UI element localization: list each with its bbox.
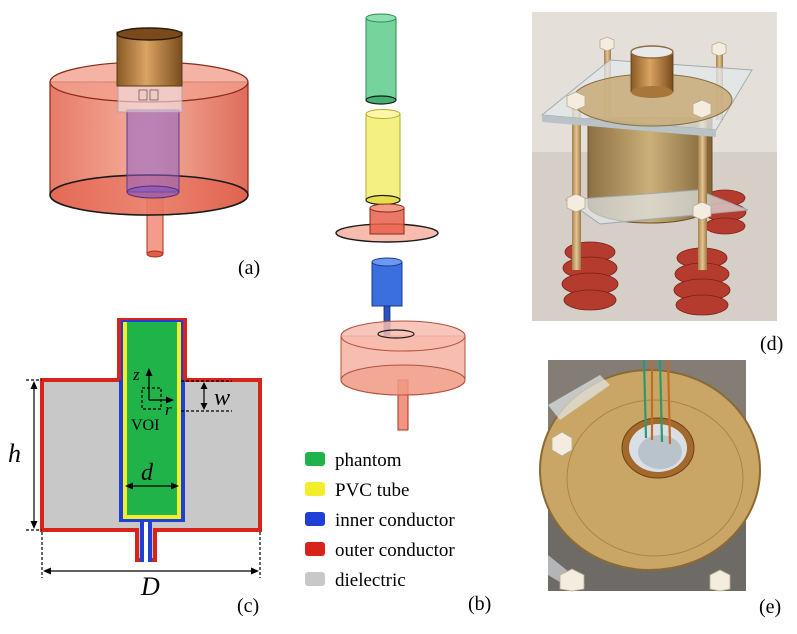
pvc-tube-top <box>365 109 401 119</box>
dimension-label-h: h <box>8 439 21 468</box>
panel-a-3d-model <box>49 27 249 258</box>
panel-label-a: (a) <box>238 257 260 279</box>
legend-label-phantom: phantom <box>335 450 402 471</box>
axis-label-r: r <box>165 400 172 419</box>
panel-label-b: (b) <box>468 593 491 615</box>
voi-label: VOI <box>131 417 159 434</box>
legend-label-outer-conductor: outer conductor <box>335 540 455 561</box>
inner-conductor-a-bottom <box>126 185 180 199</box>
legend-swatch-pvc-tube <box>305 482 325 496</box>
copper-tube-top <box>116 27 183 41</box>
panel-label-c: (c) <box>237 595 259 617</box>
pvc-tube-bottom <box>365 194 401 206</box>
rod-front-left <box>572 100 581 270</box>
probe-wires <box>642 359 672 445</box>
panel-d-photo <box>532 12 777 321</box>
plexi-corner-top-left <box>548 375 610 420</box>
w-arrow-top <box>200 382 208 389</box>
sleeve-markings <box>138 89 159 101</box>
dimension-label-D: D <box>140 572 160 601</box>
rubber-foot-right <box>673 247 731 316</box>
w-arrow-bottom <box>200 403 208 410</box>
d-outer-arrow-left <box>43 567 51 575</box>
phantom-tube-bottom <box>365 95 397 105</box>
dimension-label-d: d <box>141 460 154 486</box>
cap-sleeve-top <box>369 203 405 213</box>
legend-swatch-inner-conductor <box>305 512 325 526</box>
photo-e-inner-shadow <box>638 435 682 469</box>
legend-label-inner-conductor: inner conductor <box>335 510 455 531</box>
photo-copper-tube-opening <box>630 45 674 59</box>
d-outer-arrow-right <box>251 567 259 575</box>
legend-swatch-outer-conductor <box>305 542 325 556</box>
rod-front-right <box>698 110 707 270</box>
d-inner-arrow-left <box>125 482 133 490</box>
bottom-cylinder-opening <box>377 329 415 339</box>
panel-label-e: (e) <box>759 596 781 618</box>
top-plate-edge <box>542 115 716 137</box>
legend-label-dielectric: dielectric <box>335 570 406 591</box>
pvc-tube <box>365 113 401 201</box>
photo-copper-tube-base <box>631 86 673 98</box>
bottom-cylinder-base <box>340 364 466 396</box>
inner-conductor-b <box>371 261 403 307</box>
panel-e-photo <box>539 359 761 592</box>
legend: phantom PVC tube inner conductor outer c… <box>305 450 455 591</box>
brass-ring <box>566 399 744 557</box>
panel-b-exploded-view <box>335 13 466 431</box>
d-inner-arrow-right <box>171 482 179 490</box>
phantom-tube-top <box>365 13 397 23</box>
h-arrow-bottom <box>30 521 38 529</box>
axis-label-z: z <box>132 365 140 384</box>
z-axis-arrow <box>145 368 153 376</box>
inner-conductor-a <box>126 109 180 193</box>
legend-swatch-dielectric <box>305 572 325 586</box>
phantom-section <box>127 322 177 515</box>
h-arrow-top <box>30 381 38 389</box>
phantom-tube <box>365 17 397 101</box>
brass-top-rim <box>539 369 761 571</box>
dimension-label-w: w <box>214 385 230 411</box>
inner-conductor-b-top <box>371 257 403 267</box>
panel-label-d: (d) <box>760 333 783 355</box>
panel-c-cross-section <box>26 318 262 578</box>
feed-tube-end <box>146 250 164 258</box>
legend-label-pvc-tube: PVC tube <box>335 480 409 501</box>
photo-e-nuts <box>551 431 731 592</box>
bottom-cylinder-top <box>340 320 466 352</box>
feed-line-core <box>144 522 148 562</box>
r-axis-arrow <box>166 396 174 404</box>
nuts <box>566 36 727 221</box>
copper-tube <box>116 31 183 87</box>
legend-swatch-phantom <box>305 452 325 466</box>
rubber-foot-left <box>561 241 619 311</box>
